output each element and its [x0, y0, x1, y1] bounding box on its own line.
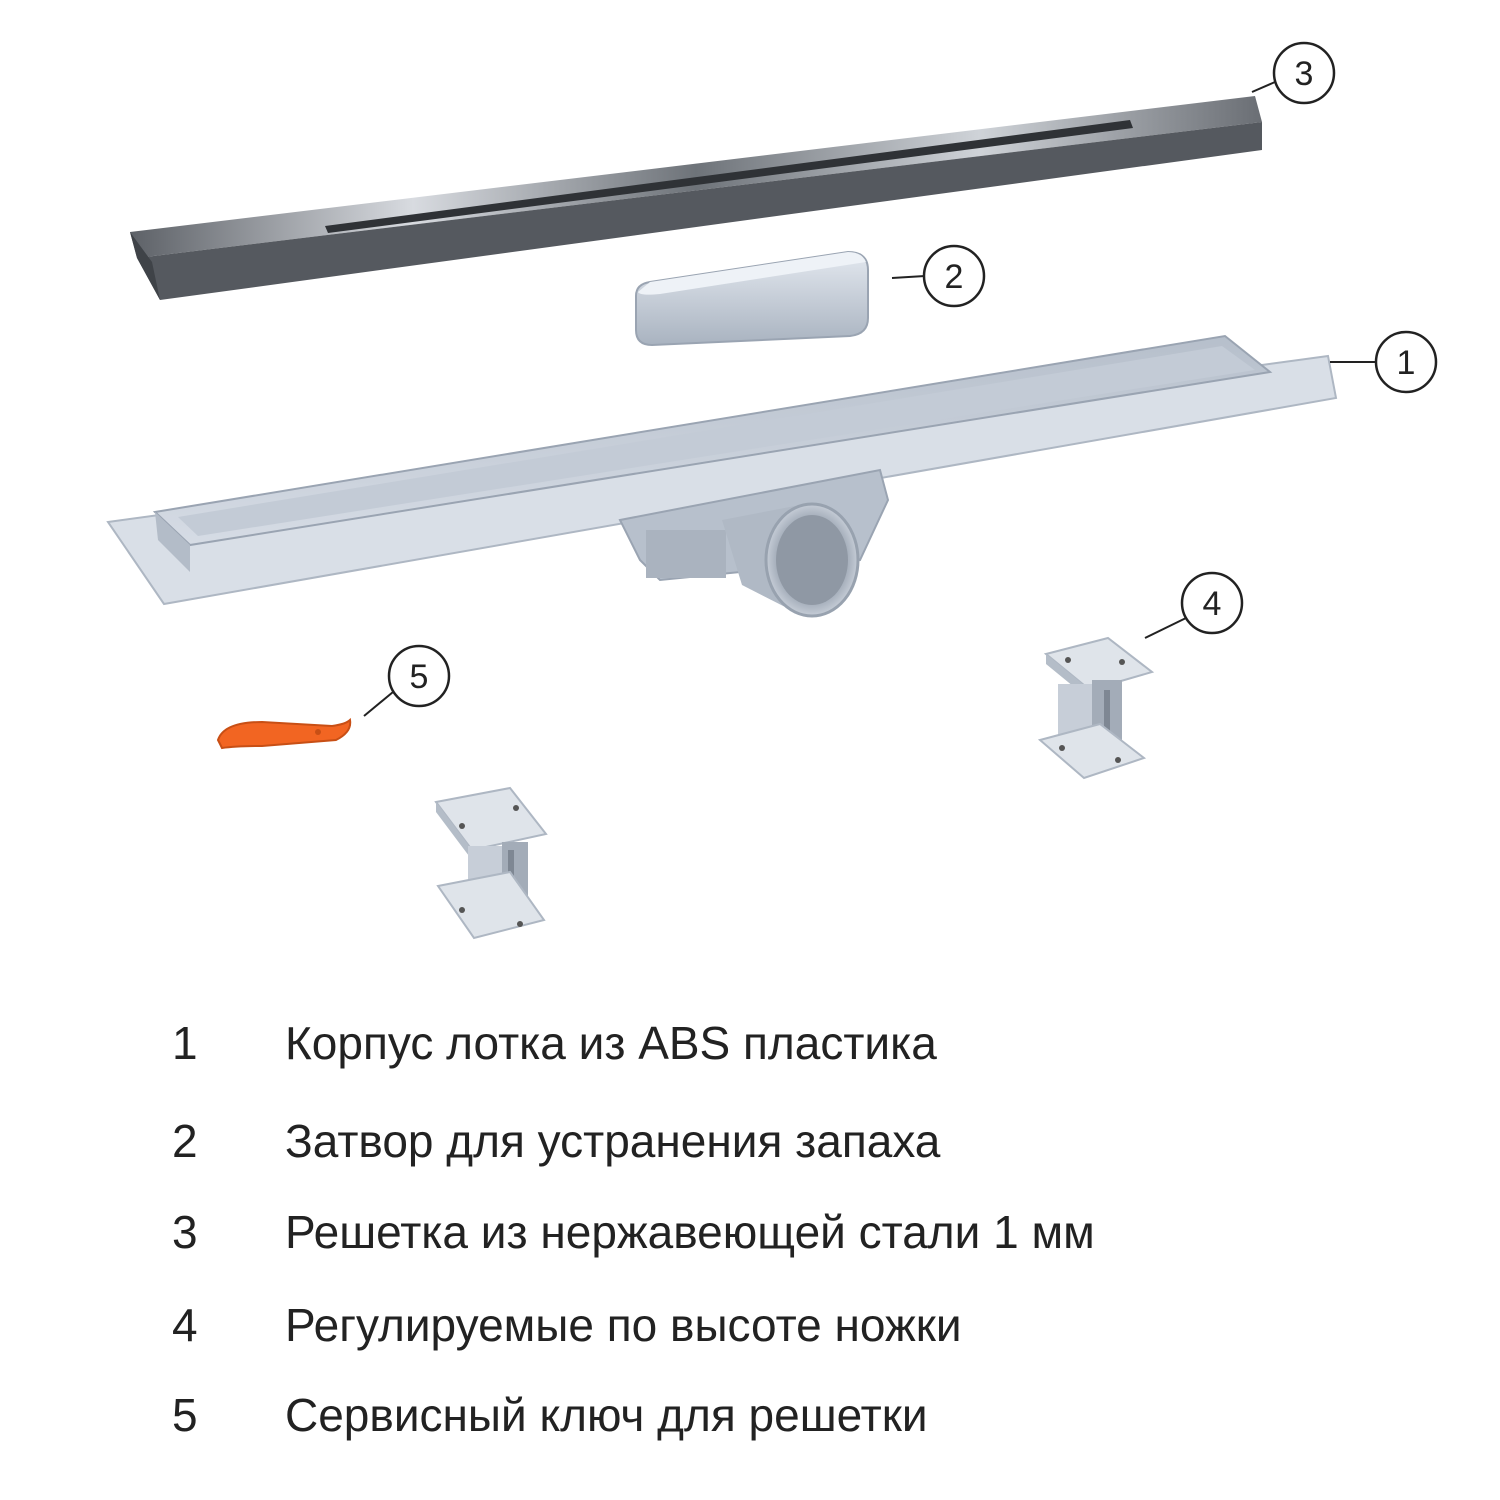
svg-text:3: 3: [1295, 55, 1314, 93]
drain-body: [106, 334, 1338, 618]
legend-number: 5: [172, 1389, 198, 1441]
adjustable-foot-left: [434, 786, 548, 940]
callout-3: 3: [1272, 41, 1336, 105]
leader-line-4: [1144, 617, 1187, 639]
legend-row: 1 Корпус лотка из ABS пластика: [0, 1008, 1500, 1078]
odour-trap: [635, 250, 869, 347]
leader-line-3: [1251, 81, 1276, 93]
legend-label: Регулируемые по высоте ножки: [285, 1299, 962, 1351]
legend-label: Решетка из нержавеющей стали 1 мм: [285, 1206, 1095, 1258]
callout-2: 2: [922, 244, 986, 308]
adjustable-foot-right: [1037, 636, 1155, 780]
callout-1: 1: [1374, 330, 1438, 394]
exploded-diagram: 3 2 1 4 5: [106, 41, 1438, 940]
service-key: [216, 717, 352, 750]
svg-text:5: 5: [410, 658, 429, 696]
legend-row: 3 Решетка из нержавеющей стали 1 мм: [0, 1197, 1500, 1267]
legend-number: 2: [172, 1115, 198, 1167]
svg-text:4: 4: [1203, 585, 1222, 623]
legend-number: 1: [172, 1017, 198, 1069]
legend-label: Корпус лотка из ABS пластика: [285, 1017, 937, 1069]
svg-text:1: 1: [1397, 344, 1416, 382]
leader-line-5: [363, 691, 394, 717]
legend-row: 4 Регулируемые по высоте ножки: [0, 1290, 1500, 1360]
legend-row: 5 Сервисный ключ для решетки: [0, 1380, 1500, 1450]
callout-5: 5: [387, 644, 451, 708]
steel-grate: [130, 96, 1262, 300]
leader-line-2: [891, 275, 926, 279]
legend-number: 4: [172, 1299, 198, 1351]
legend-label: Затвор для устранения запаха: [285, 1115, 941, 1167]
svg-text:2: 2: [945, 258, 964, 296]
leader-lines: [363, 81, 1378, 717]
legend-number: 3: [172, 1206, 198, 1258]
legend-label: Сервисный ключ для решетки: [285, 1389, 928, 1441]
callout-4: 4: [1180, 571, 1244, 635]
legend-row: 2 Затвор для устранения запаха: [0, 1106, 1500, 1176]
